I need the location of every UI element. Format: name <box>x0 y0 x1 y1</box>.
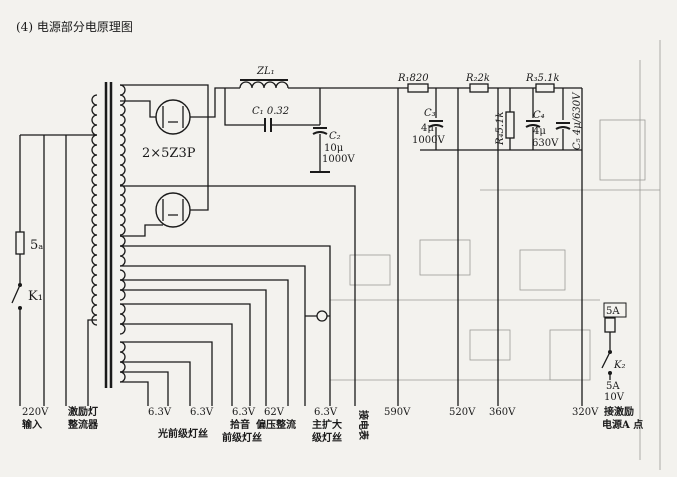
anode-wire-upper <box>120 100 156 118</box>
pickup-tap-a <box>120 303 251 406</box>
c3-label: C₃ <box>424 108 436 119</box>
choke-label: ZL₁ <box>256 66 275 77</box>
label-62v: 62V <box>264 407 285 418</box>
label-pickup-1: 拾音 <box>230 418 250 431</box>
c4-voltage: 630V <box>532 138 559 149</box>
c2-label: C₂ <box>329 131 341 142</box>
label-main-amp-2: 级灯丝 <box>311 431 342 444</box>
fuse-left <box>15 231 25 255</box>
fuse-right-bottom-label: 5A <box>606 381 620 392</box>
rectifier-tube-upper <box>155 99 191 135</box>
hv-secondary-winding <box>119 84 126 236</box>
label-pickup-2: 前级灯丝 <box>222 431 262 444</box>
label-6-3v-d: 6.3V <box>314 407 338 418</box>
exciter-wire-b <box>87 319 97 406</box>
fuse-left-label: 5ₐ <box>30 238 43 253</box>
rectifier-tube-lower <box>155 192 191 228</box>
c2-voltage: 1000V <box>322 154 355 165</box>
label-6-3v-a: 6.3V <box>148 407 172 418</box>
bias-tap-b <box>120 289 267 406</box>
c4-plate-b <box>525 124 541 128</box>
fuse-right-voltage-label: 10V <box>604 392 625 403</box>
fuse-right-label: 5A <box>606 306 620 317</box>
c5-plate-b <box>555 126 571 130</box>
label-input: 输入 <box>22 418 42 431</box>
tube-upper-electrodes <box>162 106 184 128</box>
tube-filament-wire <box>120 224 163 237</box>
label-exciter-2: 整流器 <box>67 418 99 431</box>
light-tap-b <box>120 361 191 406</box>
c3-plate-b <box>428 124 444 128</box>
r2-label: R₂2k <box>465 73 490 84</box>
light-tap-d <box>120 381 149 406</box>
label-6-3v-c: 6.3V <box>232 407 256 418</box>
c5-label: C₅ 4μ/630V <box>572 91 583 150</box>
r4-label: R₄5.1k <box>495 111 506 146</box>
page-title: (4) 电源部分电原理图 <box>16 19 133 34</box>
fuse-right-box <box>603 302 627 318</box>
label-meter: 接电表 <box>357 410 370 441</box>
c3-value: 4μ <box>421 123 434 134</box>
label-exciter-1: 激励灯 <box>68 405 98 418</box>
c3-voltage: 1000V <box>412 135 445 146</box>
label-6-3v-b: 6.3V <box>190 407 214 418</box>
light-tap-c <box>120 371 169 406</box>
label-320v: 320V <box>572 407 599 418</box>
cathode-wire <box>190 87 240 118</box>
switch-right-label: K₂ <box>613 360 625 371</box>
label-main-amp-1: 主扩大 <box>312 418 342 431</box>
light-tap-a <box>120 341 213 406</box>
label-220v: 220V <box>22 407 49 418</box>
label-360v: 360V <box>489 407 516 418</box>
c4-label: C₄ <box>533 110 545 121</box>
r3-label: R₃5.1k <box>525 73 560 84</box>
c1-label: C₁ 0.32 <box>252 106 289 117</box>
pickup-tap-b <box>120 323 233 406</box>
c4-value: 4μ <box>533 126 546 137</box>
main-filament-tap-a <box>120 245 331 406</box>
label-excite-a-2: 电源A 点 <box>602 418 643 431</box>
tube-label: 2×5Z3P <box>142 146 196 161</box>
pilot-lamp <box>316 310 328 322</box>
switch-left-label: K₁ <box>28 289 43 304</box>
choke-zl1 <box>239 81 289 89</box>
main-amp-filament-winding <box>119 235 126 267</box>
pickup-filament-winding <box>119 303 126 335</box>
label-590v: 590V <box>384 407 411 418</box>
r4-resistor <box>505 111 515 139</box>
meter-tap <box>120 185 356 406</box>
switch-left-blade <box>11 284 21 304</box>
tube-lower-electrodes <box>162 199 184 221</box>
label-bias-rectify: 偏压整流 <box>256 418 296 431</box>
background-print-through <box>330 40 661 470</box>
c1-wires <box>224 88 320 126</box>
bias-tap-a <box>120 279 289 406</box>
switch-right-blade <box>601 351 611 369</box>
r3-resistor <box>535 83 555 93</box>
primary-winding <box>91 94 98 326</box>
fuse-right <box>604 317 616 333</box>
label-light-pre-filament: 光前级灯丝 <box>157 427 208 440</box>
c2-value: 10μ <box>324 143 344 154</box>
label-excite-a-1: 接激励 <box>604 405 634 418</box>
main-filament-tap-b <box>120 265 306 406</box>
bias-winding <box>119 269 126 301</box>
anode-wire-lower <box>120 84 209 211</box>
r2-resistor <box>469 83 489 93</box>
r1-resistor <box>407 83 429 93</box>
c2-plate-b <box>312 131 328 135</box>
r1-label: R₁820 <box>397 73 429 84</box>
label-520v: 520V <box>449 407 476 418</box>
